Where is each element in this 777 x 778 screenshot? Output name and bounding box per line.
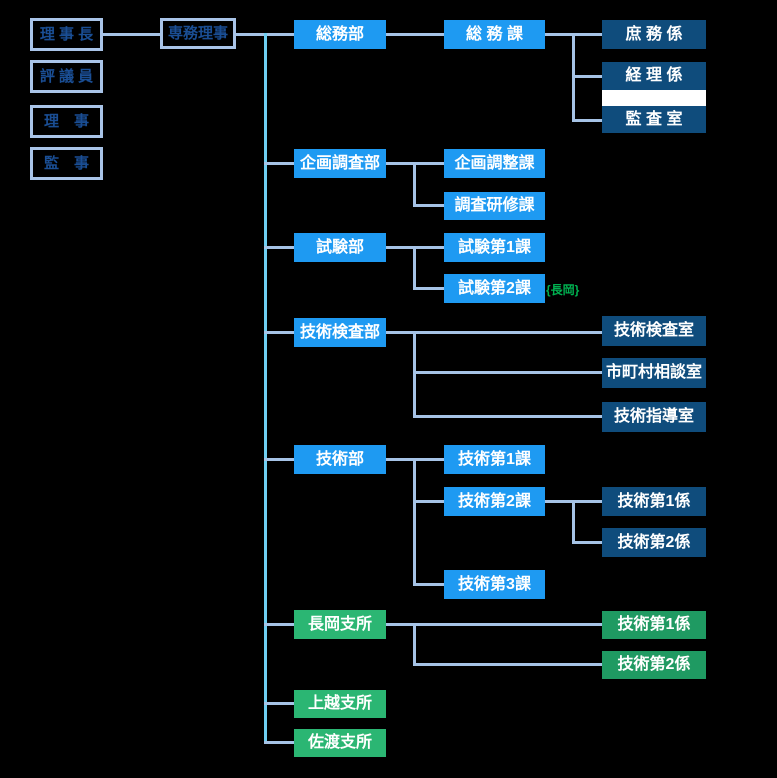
box-technical-section-1: 技術第1課	[444, 445, 545, 474]
connector-line	[413, 371, 602, 374]
box-tech-inspection-dept: 技術検査部	[294, 318, 386, 347]
box-auditors: 監 事	[30, 147, 103, 180]
box-nagaoka-branch: 長岡支所	[294, 610, 386, 639]
box-sado-branch: 佐渡支所	[294, 729, 386, 757]
connector-line	[413, 162, 416, 207]
box-planning-coordination-section: 企画調整課	[444, 149, 545, 178]
connector-line	[413, 331, 416, 418]
connector-line	[103, 33, 160, 36]
connector-line	[264, 331, 294, 334]
box-testing-section-1: 試験第1課	[444, 233, 545, 262]
box-municipal-consultation-office: 市町村相談室	[602, 358, 706, 388]
box-nagaoka-technical-subsection-2: 技術第2係	[602, 651, 706, 679]
connector-line	[572, 541, 602, 544]
box-accounting-subsection: 経 理 係	[602, 62, 706, 90]
connector-line	[413, 246, 416, 290]
connector-line	[413, 204, 444, 207]
box-executive-director: 専務理事	[160, 18, 236, 49]
box-technical-dept: 技術部	[294, 445, 386, 474]
connector-line	[264, 702, 294, 705]
white-bar	[602, 90, 706, 106]
connector-line	[264, 162, 294, 165]
box-tech-inspection-office: 技術検査室	[602, 316, 706, 346]
connector-line	[413, 415, 602, 418]
connector-line	[386, 33, 444, 36]
trunk-line	[264, 33, 267, 744]
connector-line	[413, 663, 602, 666]
box-general-affairs-dept: 総務部	[294, 20, 386, 49]
connector-line	[264, 741, 294, 744]
connector-line	[413, 500, 444, 503]
connector-line	[572, 119, 602, 122]
connector-line	[413, 623, 416, 666]
box-tech-guidance-office: 技術指導室	[602, 402, 706, 432]
connector-line	[572, 75, 602, 78]
box-testing-dept: 試験部	[294, 233, 386, 262]
box-councilors: 評 議 員	[30, 60, 103, 93]
box-president: 理 事 長	[30, 18, 103, 51]
box-joetsu-branch: 上越支所	[294, 690, 386, 718]
connector-line	[413, 287, 444, 290]
connector-line	[572, 500, 575, 544]
box-general-affairs-subsection: 庶 務 係	[602, 20, 706, 49]
box-research-training-section: 調査研修課	[444, 192, 545, 220]
box-testing-section-2: 試験第2課	[444, 274, 545, 303]
box-technical-subsection-2: 技術第2係	[602, 528, 706, 557]
box-technical-subsection-1: 技術第1係	[602, 487, 706, 516]
connector-line	[386, 331, 602, 334]
box-directors: 理 事	[30, 105, 103, 138]
box-technical-section-2: 技術第2課	[444, 487, 545, 516]
box-planning-research-dept: 企画調査部	[294, 149, 386, 178]
box-general-affairs-section: 総 務 課	[444, 20, 545, 49]
connector-line	[386, 623, 602, 626]
box-technical-section-3: 技術第3課	[444, 570, 545, 599]
box-audit-office: 監 査 室	[602, 106, 706, 133]
connector-line	[264, 246, 294, 249]
connector-line	[413, 583, 444, 586]
connector-line	[264, 458, 294, 461]
connector-line	[413, 458, 416, 586]
nagaoka-annotation: {長岡}	[546, 283, 580, 297]
box-nagaoka-technical-subsection-1: 技術第1係	[602, 611, 706, 639]
connector-line	[264, 623, 294, 626]
